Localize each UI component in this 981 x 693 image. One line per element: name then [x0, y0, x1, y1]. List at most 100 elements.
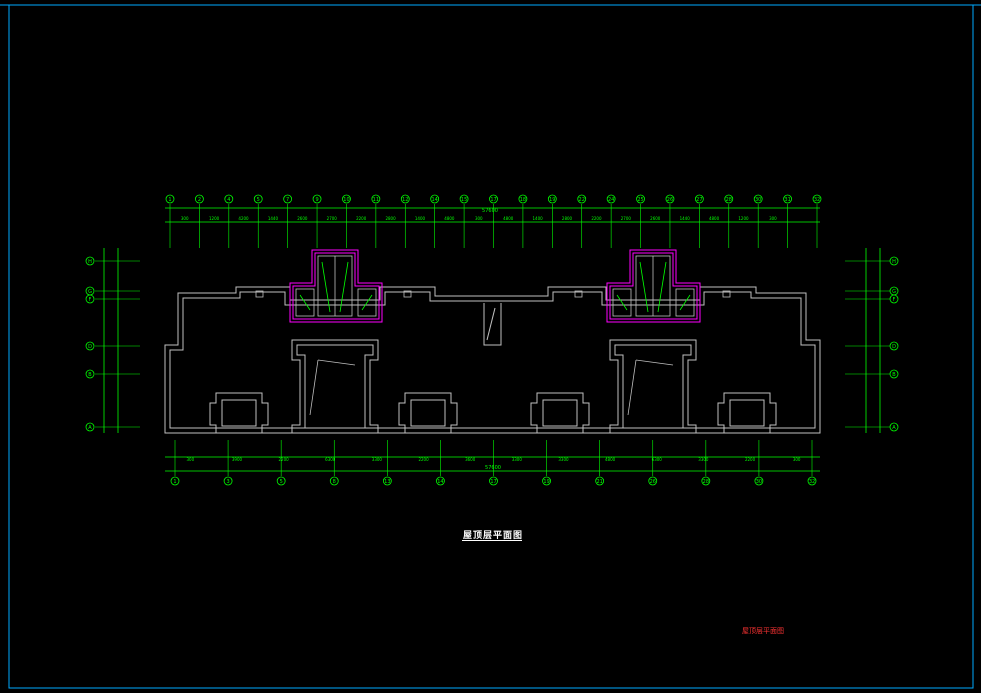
- top-axis-25: [636, 194, 645, 204]
- bottom-axis-17: [489, 476, 498, 486]
- left-axis-A-label: A: [88, 425, 92, 431]
- top-axis-15-label: 15: [461, 197, 467, 203]
- elevator-shafts: [291, 339, 697, 434]
- right-axis-A: [889, 422, 899, 432]
- drawing-stamp: 屋顶层平面图: [742, 627, 784, 635]
- left-axis-D-label: D: [88, 344, 92, 350]
- bottom-axis-28-label: 28: [703, 479, 709, 485]
- top-axis-4: [224, 194, 234, 204]
- top-axis-7-label: 7: [286, 197, 289, 203]
- top-dim-text: 2600: [650, 216, 661, 221]
- right-axis-H: [889, 256, 899, 266]
- bottom-axis-17-label: 17: [490, 479, 496, 485]
- top-axis-25-label: 25: [637, 197, 643, 203]
- bottom-axis-30-label: 30: [756, 479, 762, 485]
- top-axis-30: [753, 194, 763, 204]
- bottom-axis-8: [329, 476, 339, 486]
- top-axis-4-label: 4: [227, 197, 230, 203]
- top-axis-14-label: 14: [431, 197, 437, 203]
- top-dim-text: 300: [475, 216, 483, 221]
- top-axis-32-label: 32: [814, 197, 820, 203]
- roof-drains: [255, 290, 731, 298]
- top-dim-text: 300: [181, 216, 189, 221]
- bottom-axis-5: [276, 476, 286, 486]
- top-axis-19-label: 19: [549, 197, 555, 203]
- top-axis-11: [371, 194, 381, 204]
- top-overall-dim: 57600: [482, 208, 498, 214]
- bottom-dimension-lines: [165, 456, 820, 472]
- top-axis-17: [489, 194, 498, 204]
- bottom-dim-text: 300: [187, 457, 195, 462]
- right-axis-D-label: D: [892, 344, 896, 350]
- bottom-axis-8-label: 8: [333, 479, 336, 485]
- top-axis-28-label: 28: [726, 197, 732, 203]
- top-axis-26: [665, 194, 675, 204]
- left-axis-D: [85, 341, 95, 351]
- top-dim-text: 2700: [621, 216, 632, 221]
- small-rooms: [209, 392, 777, 434]
- top-dim-text: 1440: [680, 216, 691, 221]
- right-axis-B-label: B: [892, 372, 896, 378]
- top-dim-text: 2800: [562, 216, 573, 221]
- bottom-dim-text: 4800: [605, 457, 616, 462]
- top-dim-text: 4800: [444, 216, 455, 221]
- top-axis-12-label: 12: [402, 197, 408, 203]
- top-dim-text: 2200: [356, 216, 367, 221]
- left-core-arrows: [299, 261, 373, 313]
- left-axis-B-label: B: [88, 372, 92, 378]
- right-axis-B: [889, 369, 899, 379]
- top-axis-17-label: 17: [490, 197, 496, 203]
- top-axis-5-label: 5: [257, 197, 260, 203]
- top-axis-5: [253, 194, 263, 204]
- top-axis-26-label: 26: [667, 197, 673, 203]
- bottom-axis-21-label: 21: [596, 479, 602, 485]
- right-axis-F: [889, 294, 899, 304]
- bottom-axis-32-label: 32: [809, 479, 815, 485]
- top-dim-text: 1400: [415, 216, 426, 221]
- right-core: [606, 249, 701, 323]
- bottom-dim-text: 300: [793, 457, 801, 462]
- right-axis-D: [889, 341, 899, 351]
- top-axis-24-label: 24: [608, 197, 614, 203]
- top-dimension-lines: [165, 207, 820, 223]
- bottom-axis-26-label: 26: [650, 479, 656, 485]
- top-dim-text: 1200: [738, 216, 749, 221]
- top-axis-19: [547, 194, 557, 204]
- top-axis-9: [312, 194, 322, 204]
- top-axis-9-label: 9: [315, 197, 318, 203]
- right-axis-A-label: A: [892, 425, 896, 431]
- top-axis-12: [400, 194, 410, 204]
- top-axis-1: [165, 194, 175, 204]
- right-core-arrows: [616, 261, 691, 313]
- building-outline: [164, 286, 821, 434]
- bottom-axis-19: [542, 476, 551, 486]
- top-dim-text: 1400: [533, 216, 544, 221]
- top-axis-30-label: 30: [755, 197, 761, 203]
- bottom-axis-30: [754, 476, 764, 486]
- bottom-axis-32: [807, 476, 817, 486]
- top-axis-11-label: 11: [373, 197, 379, 203]
- bottom-axis-19-label: 19: [543, 479, 549, 485]
- bottom-dim-text: 3300: [372, 457, 383, 462]
- shaft-diagonal: [486, 307, 496, 341]
- top-dim-text: 4200: [238, 216, 249, 221]
- top-axis-22: [577, 194, 587, 204]
- right-core-inner: [612, 255, 695, 317]
- bottom-dim-text: 3300: [698, 457, 709, 462]
- side-dimension-lines: [103, 248, 881, 433]
- right-axis-G-label: G: [892, 289, 896, 295]
- top-axis-14: [430, 194, 440, 204]
- top-axis-31: [783, 194, 792, 204]
- bottom-dim-text: 3300: [512, 457, 523, 462]
- top-axis-2: [195, 194, 204, 204]
- bottom-axis-26: [648, 476, 658, 486]
- bottom-dim-text: 6300: [325, 457, 336, 462]
- top-axis-18-label: 18: [520, 197, 526, 203]
- bottom-axis-13-label: 13: [384, 479, 390, 485]
- bottom-dim-text: 6300: [652, 457, 663, 462]
- top-axis-10: [342, 194, 351, 204]
- bottom-dim-text: 3600: [465, 457, 476, 462]
- top-dim-text: 4800: [709, 216, 720, 221]
